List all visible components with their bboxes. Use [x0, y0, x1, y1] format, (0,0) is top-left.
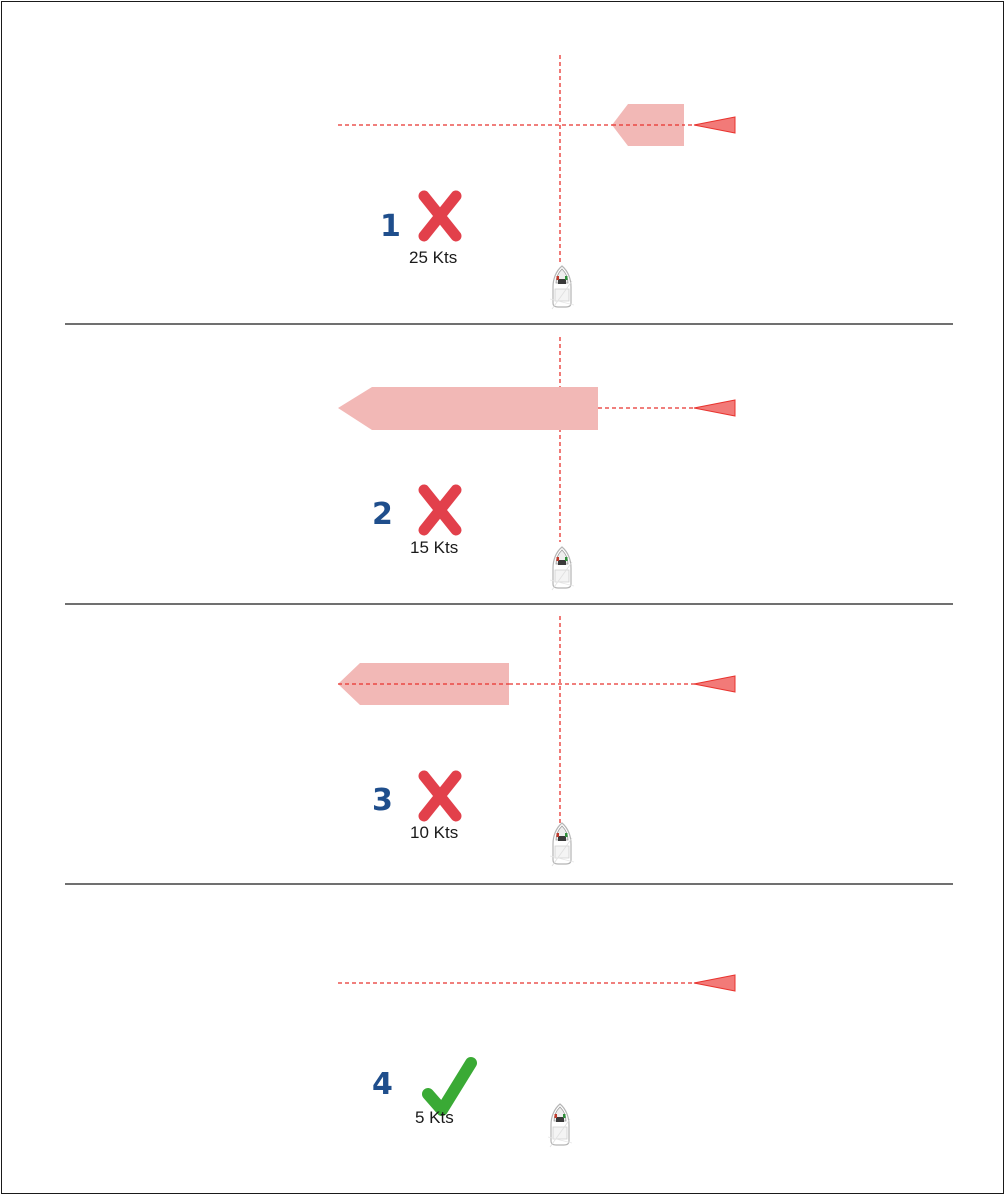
- target-triangle-icon: [693, 116, 736, 134]
- target-triangle-icon: [693, 675, 736, 693]
- cross-mark-icon: [418, 770, 462, 822]
- panel-number: 4: [372, 1067, 393, 1102]
- check-mark-icon: [422, 1057, 477, 1116]
- boat-icon: [549, 265, 575, 310]
- speed-label: 25 Kts: [409, 248, 457, 267]
- boat-icon: [549, 546, 575, 591]
- cross-mark-icon: [418, 484, 462, 536]
- panel-4: 4 5 Kts: [338, 974, 736, 1148]
- target-triangle-icon: [693, 399, 736, 417]
- boat-icon: [547, 1103, 573, 1148]
- speed-label: 15 Kts: [410, 538, 458, 557]
- speed-label: 10 Kts: [410, 823, 458, 842]
- speed-label: 5 Kts: [415, 1108, 454, 1127]
- danger-zone: [338, 387, 598, 430]
- panel-1: 1 25 Kts: [338, 55, 736, 310]
- panel-number: 2: [372, 497, 393, 532]
- target-triangle-icon: [693, 974, 736, 992]
- panel-number: 1: [380, 209, 401, 244]
- panel-2: 2 15 Kts: [338, 337, 736, 591]
- panel-3: 3 10 Kts: [338, 616, 736, 867]
- boat-icon: [549, 822, 575, 867]
- cross-mark-icon: [418, 190, 462, 242]
- panel-number: 3: [372, 783, 393, 818]
